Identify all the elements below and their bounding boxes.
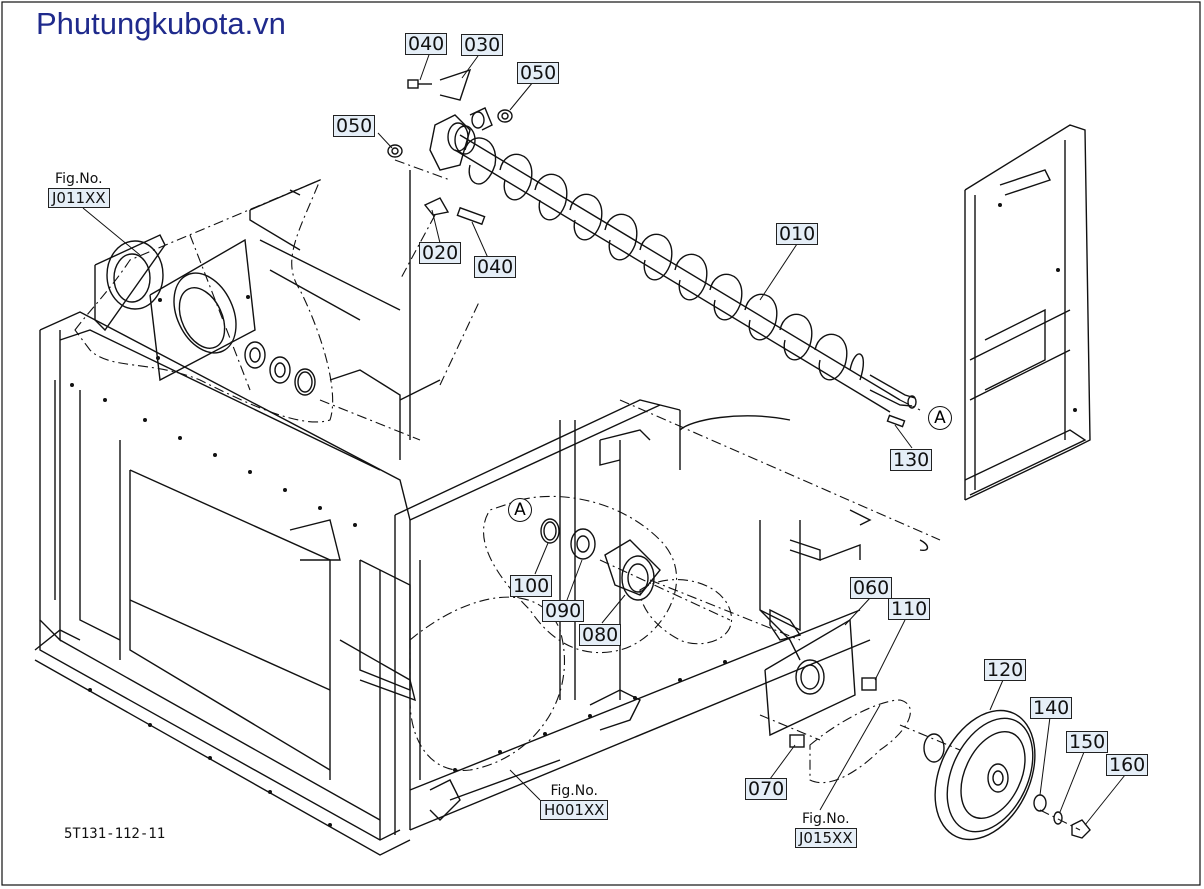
bearing-housing-left [94, 234, 316, 396]
part-label-130[interactable]: 130 [890, 449, 933, 471]
right-side-panel [964, 124, 1091, 501]
part-label-030[interactable]: 030 [461, 34, 504, 56]
part-label-160[interactable]: 160 [1106, 754, 1149, 776]
watermark-logo: Phutungkubota.vn [36, 6, 286, 41]
part-label-060[interactable]: 060 [850, 577, 893, 599]
auger-screw [454, 125, 917, 413]
part-label-110[interactable]: 110 [888, 598, 931, 620]
connector-ref-a-top: A [928, 406, 952, 430]
connector-ref-a-bottom: A [508, 498, 532, 522]
part-label-070[interactable]: 070 [745, 778, 788, 800]
part-label-140[interactable]: 140 [1030, 697, 1073, 719]
fastener-holes [70, 203, 1077, 827]
part-label-090[interactable]: 090 [542, 600, 585, 622]
figure-ref-j011xx[interactable]: Fig.No. J011XX [48, 170, 110, 208]
mounting-plate [764, 618, 877, 748]
cutaway-outlines [74, 159, 1081, 831]
part-label-120[interactable]: 120 [984, 659, 1027, 681]
part-label-040[interactable]: 040 [474, 256, 517, 278]
part-label-010[interactable]: 010 [776, 223, 819, 245]
part-label-020[interactable]: 020 [419, 242, 462, 264]
figure-ref-number: J015XX [795, 828, 857, 848]
figure-ref-h001xx[interactable]: Fig.No. H001XX [540, 782, 609, 820]
bracket-and-bolts-top [387, 68, 906, 428]
figure-ref-j015xx[interactable]: Fig.No. J015XX [795, 810, 857, 848]
main-frame-drawing [34, 170, 929, 856]
leader-lines [82, 51, 1126, 826]
figure-ref-prefix: Fig.No. [550, 783, 598, 799]
diagram-code: 5T131-112-11 [64, 826, 166, 842]
part-label-040[interactable]: 040 [405, 33, 448, 55]
part-label-100[interactable]: 100 [510, 575, 553, 597]
part-label-080[interactable]: 080 [579, 624, 622, 646]
figure-ref-number: J011XX [48, 188, 110, 208]
figure-ref-prefix: Fig.No. [55, 171, 103, 187]
bearing-assembly-right [540, 518, 661, 601]
pulley-assembly [923, 709, 1091, 841]
part-label-050[interactable]: 050 [333, 115, 376, 137]
part-label-150[interactable]: 150 [1066, 731, 1109, 753]
part-label-050[interactable]: 050 [517, 62, 560, 84]
figure-ref-prefix: Fig.No. [802, 811, 850, 827]
figure-ref-number: H001XX [540, 800, 609, 820]
